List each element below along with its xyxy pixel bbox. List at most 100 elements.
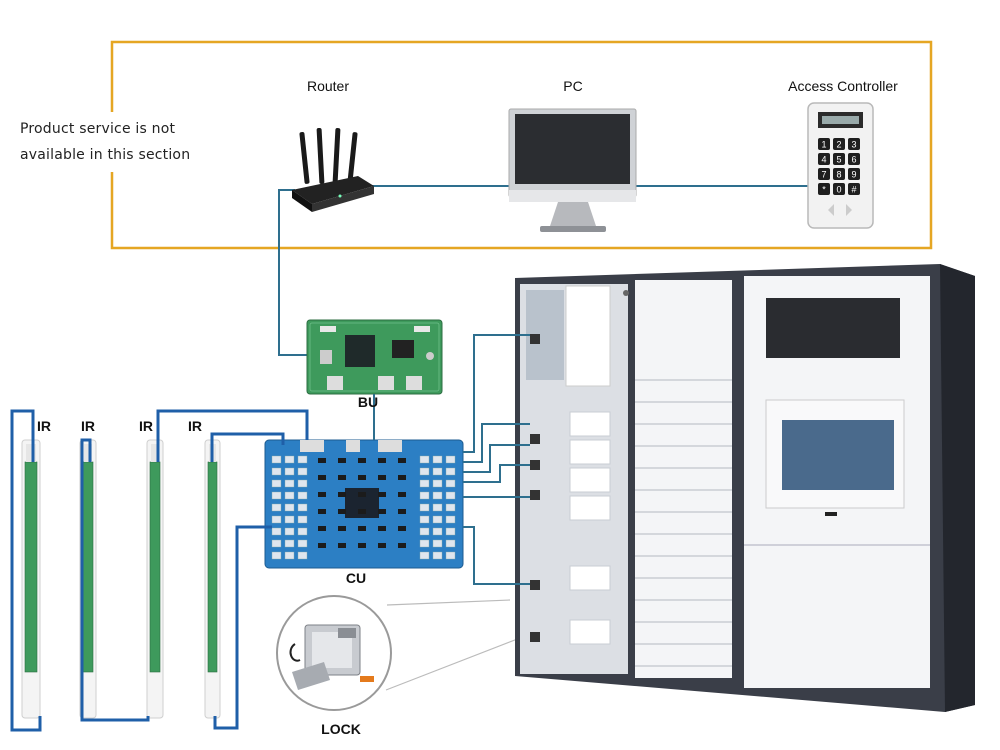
cu-terminal bbox=[284, 539, 295, 548]
cu-chip bbox=[378, 526, 386, 531]
cu-terminal bbox=[419, 467, 430, 476]
cu-terminal bbox=[271, 503, 282, 512]
locker-door-open bbox=[569, 411, 611, 437]
ir-sensor-strip bbox=[146, 439, 164, 719]
pc-icon bbox=[508, 108, 637, 232]
cu-terminal bbox=[445, 455, 456, 464]
locker-cabinet bbox=[515, 264, 975, 712]
access-controller-label: Access Controller bbox=[788, 78, 898, 94]
cu-terminal bbox=[297, 455, 308, 464]
cu-chip bbox=[318, 475, 326, 480]
cu-terminal bbox=[297, 467, 308, 476]
cu-terminal bbox=[432, 479, 443, 488]
cu-terminal bbox=[432, 515, 443, 524]
svg-text:1: 1 bbox=[821, 140, 826, 150]
cu-terminal bbox=[445, 551, 456, 560]
cu-terminal bbox=[297, 515, 308, 524]
svg-text:8: 8 bbox=[836, 170, 841, 180]
cu-terminal bbox=[445, 467, 456, 476]
locker-door-open bbox=[569, 565, 611, 591]
cu-chip bbox=[318, 526, 326, 531]
svg-text:7: 7 bbox=[821, 170, 826, 180]
cu-terminal bbox=[432, 539, 443, 548]
svg-text:3: 3 bbox=[851, 140, 856, 150]
cu-terminal bbox=[445, 503, 456, 512]
cu-terminal bbox=[445, 515, 456, 524]
locker-door-open bbox=[569, 439, 611, 465]
cu-label: CU bbox=[346, 570, 366, 586]
cu-chip bbox=[338, 543, 346, 548]
section-frame bbox=[110, 40, 933, 250]
locker-door-open bbox=[569, 467, 611, 493]
cu-chip bbox=[358, 458, 366, 463]
cu-terminal bbox=[284, 551, 295, 560]
cu-terminal bbox=[297, 551, 308, 560]
cu-chip bbox=[318, 492, 326, 497]
keypad-key: 1 bbox=[818, 138, 830, 150]
cu-chip bbox=[318, 543, 326, 548]
keypad-key: 3 bbox=[848, 138, 860, 150]
cu-chip bbox=[398, 475, 406, 480]
bu-board bbox=[306, 319, 443, 395]
cu-terminal bbox=[271, 539, 282, 548]
keypad-key: 7 bbox=[818, 168, 830, 180]
cu-terminal bbox=[419, 491, 430, 500]
cu-terminal bbox=[297, 527, 308, 536]
cu-terminal bbox=[445, 491, 456, 500]
cu-chip bbox=[378, 492, 386, 497]
locker-door-open bbox=[569, 619, 611, 645]
ir-sensor-strip bbox=[21, 439, 41, 719]
cu-terminal bbox=[419, 479, 430, 488]
cu-terminal bbox=[271, 491, 282, 500]
locker-doors bbox=[569, 290, 732, 667]
cu-chip bbox=[398, 509, 406, 514]
ir-label-1: IR bbox=[37, 418, 51, 434]
keypad-key: # bbox=[848, 183, 860, 195]
cu-chip bbox=[338, 475, 346, 480]
ir-sensor-strip bbox=[79, 439, 97, 719]
router-label: Router bbox=[307, 78, 349, 94]
cu-terminal bbox=[271, 515, 282, 524]
ir-label-4: IR bbox=[188, 418, 202, 434]
cu-terminal bbox=[271, 467, 282, 476]
cu-chip bbox=[378, 543, 386, 548]
network-wires bbox=[278, 185, 808, 356]
cu-chip bbox=[338, 492, 346, 497]
svg-text:*: * bbox=[822, 185, 826, 195]
svg-text:0: 0 bbox=[836, 185, 841, 195]
cu-chip bbox=[398, 458, 406, 463]
cu-chip bbox=[338, 509, 346, 514]
cu-terminal bbox=[432, 551, 443, 560]
cu-terminal bbox=[284, 467, 295, 476]
router-icon bbox=[292, 127, 374, 212]
keypad-key: 8 bbox=[833, 168, 845, 180]
keypad-key: 4 bbox=[818, 153, 830, 165]
ir-wires bbox=[10, 409, 309, 732]
svg-text:2: 2 bbox=[836, 140, 841, 150]
cu-terminal bbox=[419, 539, 430, 548]
cu-chip bbox=[338, 526, 346, 531]
cu-terminal bbox=[284, 479, 295, 488]
cu-chip bbox=[358, 543, 366, 548]
lock-image bbox=[276, 595, 521, 711]
cu-chip bbox=[318, 458, 326, 463]
cu-terminal bbox=[432, 527, 443, 536]
svg-text:5: 5 bbox=[836, 155, 841, 165]
lock-label: LOCK bbox=[321, 721, 361, 737]
cu-chip bbox=[398, 543, 406, 548]
cu-terminal bbox=[284, 455, 295, 464]
cu-terminal bbox=[271, 479, 282, 488]
ir-label-2: IR bbox=[81, 418, 95, 434]
service-note: Product service is not available in this… bbox=[20, 116, 220, 168]
cu-terminal bbox=[271, 551, 282, 560]
cu-terminal bbox=[284, 503, 295, 512]
keypad-key: 5 bbox=[833, 153, 845, 165]
cu-terminal bbox=[297, 479, 308, 488]
cu-chip bbox=[338, 458, 346, 463]
cu-chip bbox=[378, 509, 386, 514]
cu-terminal bbox=[445, 527, 456, 536]
locker-wires bbox=[463, 334, 530, 585]
lock-keyhole-icon bbox=[623, 290, 629, 296]
cu-terminal bbox=[297, 539, 308, 548]
